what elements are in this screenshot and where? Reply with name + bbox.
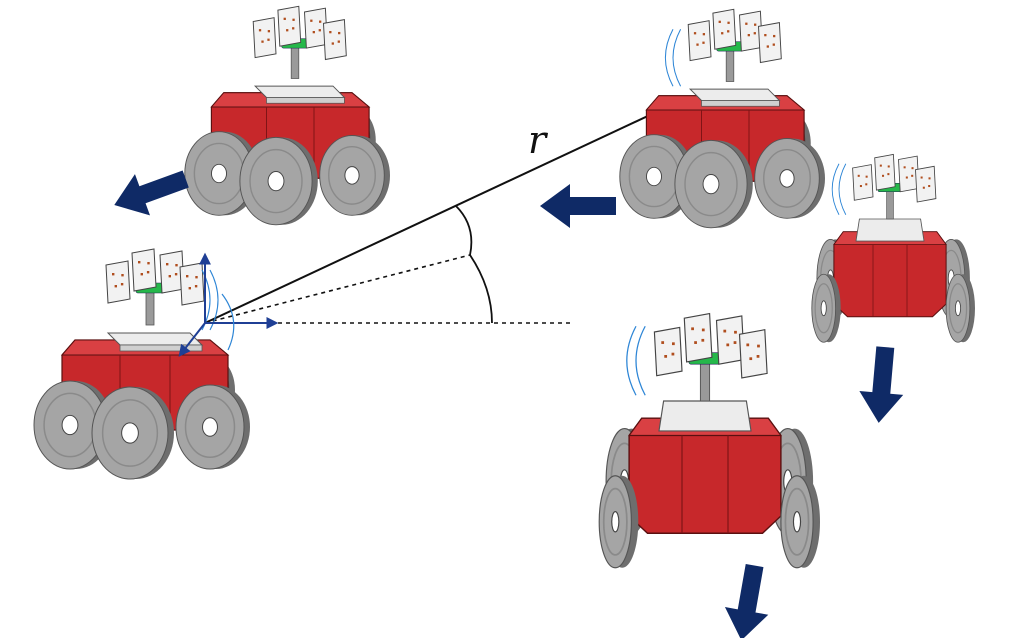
motion-arrow-icon bbox=[859, 346, 904, 423]
angle-arc-inner bbox=[455, 205, 473, 256]
marker-panel bbox=[687, 20, 712, 62]
sensor-mast bbox=[852, 153, 937, 220]
range-line bbox=[204, 99, 683, 324]
top-plate bbox=[855, 218, 925, 242]
marker-panel bbox=[852, 164, 874, 201]
top-plate bbox=[658, 400, 752, 432]
bearing-dotted-line bbox=[204, 254, 471, 324]
front-wheel bbox=[780, 475, 820, 569]
marker-panel bbox=[712, 8, 737, 50]
motion-arrow-icon bbox=[724, 564, 769, 638]
front-wheel bbox=[239, 136, 318, 226]
sensor-mast bbox=[252, 5, 347, 79]
sensing-wave-icon bbox=[664, 29, 682, 87]
motion-arrow-icon bbox=[540, 184, 616, 228]
frame-axis-diagonal bbox=[178, 322, 206, 357]
sensing-wave-icon bbox=[626, 325, 646, 396]
front-wheel bbox=[811, 273, 841, 343]
marker-panel bbox=[738, 329, 768, 379]
marker-panel bbox=[653, 326, 683, 377]
target-robot bbox=[811, 153, 975, 343]
sensor-mast bbox=[653, 312, 768, 402]
front-wheel bbox=[91, 386, 174, 480]
front-wheel bbox=[754, 138, 825, 219]
range-label: r bbox=[528, 118, 549, 162]
marker-panel bbox=[874, 153, 896, 191]
target-robot bbox=[619, 8, 825, 229]
sensor-mast bbox=[105, 248, 205, 326]
robots-layer bbox=[33, 5, 975, 569]
marker-panel bbox=[131, 248, 157, 292]
motion-arrow-icon bbox=[114, 170, 189, 216]
front-wheel bbox=[175, 384, 250, 470]
marker-panel bbox=[105, 260, 131, 304]
sensor-mast bbox=[687, 8, 782, 82]
front-wheel bbox=[598, 475, 639, 569]
marker-panel bbox=[323, 19, 347, 61]
front-wheel bbox=[674, 139, 753, 229]
marker-panel bbox=[277, 5, 302, 47]
front-wheel bbox=[945, 273, 975, 343]
marker-panel bbox=[179, 262, 205, 306]
top-plate bbox=[688, 88, 781, 101]
observer-wave-icon bbox=[221, 293, 235, 351]
marker-panel bbox=[915, 165, 937, 203]
motion-arrows bbox=[114, 170, 904, 638]
geometry-lines bbox=[204, 99, 683, 324]
marker-panel bbox=[758, 22, 782, 64]
marker-panel bbox=[252, 17, 277, 59]
observer-robot bbox=[33, 248, 250, 480]
sensing-wave-icon bbox=[831, 163, 847, 215]
marker-panel bbox=[683, 312, 713, 363]
target-robot bbox=[184, 5, 390, 226]
top-plate bbox=[106, 332, 204, 346]
front-wheel bbox=[319, 135, 390, 216]
target-robot bbox=[598, 312, 820, 569]
angle-arc-outer bbox=[469, 254, 493, 324]
reference-frame bbox=[178, 252, 279, 357]
top-plate bbox=[253, 85, 346, 98]
